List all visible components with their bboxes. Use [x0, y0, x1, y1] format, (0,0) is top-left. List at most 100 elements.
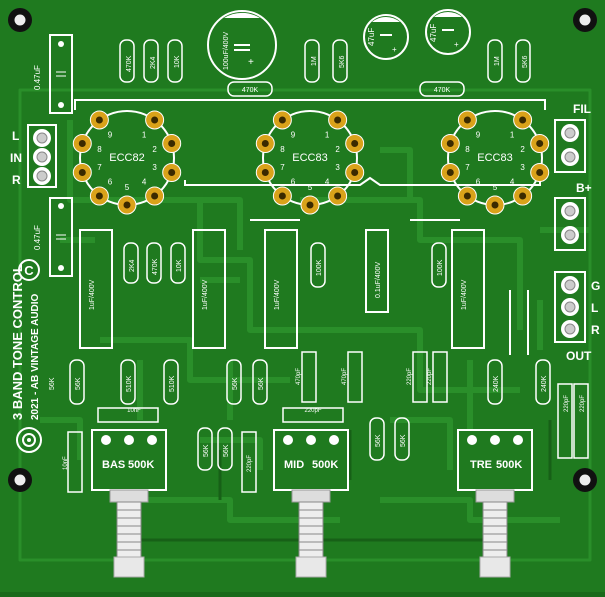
copper-traces: [18, 88, 592, 562]
res-mid-4: 100K: [316, 259, 323, 276]
tube-pin-number: 3: [335, 163, 340, 172]
tube-pin-number: 6: [291, 177, 296, 186]
tube-pin-hole: [463, 192, 471, 200]
tube-pin-number: 6: [108, 177, 113, 186]
svg-text:+: +: [454, 40, 459, 49]
tube-pin-number: 5: [125, 183, 130, 192]
small-cap-6: 220pF: [304, 408, 321, 414]
input-label-r: R: [12, 173, 21, 187]
tube-pin-hole: [78, 169, 86, 177]
res-top-6: 1M: [494, 56, 501, 66]
top-resistors: [119, 39, 531, 83]
res-top-2: 2K4: [150, 56, 157, 69]
tube-pin-hole: [95, 116, 103, 124]
tube-pin-hole: [123, 201, 131, 209]
cap-small-1-value: 47uF: [367, 28, 376, 46]
electrolytic-cap-small-2: +: [425, 9, 471, 55]
output-title: OUT: [566, 349, 592, 363]
res-mid-1: 2K4: [129, 259, 136, 272]
board-subtitle: 2021 - AB VINTAGE AUDIO: [30, 293, 41, 420]
tube-pin-number: 2: [335, 145, 340, 154]
tube-pin-number: 2: [152, 145, 157, 154]
tube-pin-number: 5: [308, 183, 313, 192]
bplus-connector: [554, 197, 586, 251]
pot-treble-value: 500K: [496, 459, 522, 471]
tube-pin-hole: [351, 139, 359, 147]
pot-mid-value: 500K: [312, 459, 338, 471]
input-label-in: IN: [10, 151, 22, 165]
svg-text:+: +: [392, 45, 397, 54]
tube-pin-number: 3: [520, 163, 525, 172]
tube-pin-number: 1: [325, 131, 330, 140]
res-low-1: 56K: [75, 377, 82, 390]
output-label-l: L: [591, 301, 598, 315]
pot-resistors: [197, 417, 410, 471]
tube-pin-number: 9: [476, 131, 481, 140]
pot-bass-label: BAS: [102, 459, 125, 471]
film-cap-1: 1uF/400V: [89, 279, 96, 310]
res-top-4: 1M: [311, 56, 318, 66]
res-top-3: 10K: [174, 55, 181, 68]
tube-pin-hole: [446, 139, 454, 147]
copyright-icon: C: [18, 259, 40, 281]
tube-pin-number: 1: [510, 131, 515, 140]
res-horiz-2: 470K: [434, 87, 451, 94]
small-cap-9: 220pF: [564, 395, 570, 412]
tube-pin-number: 8: [97, 145, 102, 154]
small-cap-1: 470pF: [296, 368, 302, 385]
tube-pin-number: 8: [280, 145, 285, 154]
input-connector: [27, 124, 57, 188]
output-label-r: R: [591, 323, 600, 337]
left-cap-bottom-value: 0.47uF: [33, 225, 42, 250]
pot-bass: [91, 429, 167, 578]
logo-icon: [16, 427, 42, 453]
svg-text:+: +: [248, 57, 254, 68]
film-cap-2: 1uF/400V: [202, 279, 209, 310]
res-top-5: 5K6: [339, 55, 346, 68]
pot-res-3: 56K: [375, 434, 382, 447]
plate-wires: [74, 99, 546, 355]
res-top-1: 470K: [126, 55, 133, 72]
tube-v1-label: ECC82: [109, 152, 144, 164]
small-cap-8: 220pF: [247, 455, 253, 472]
res-low-3: 510K: [126, 375, 133, 392]
res-low-2: 56K: [49, 377, 56, 390]
horizontal-resistors: [227, 81, 465, 97]
tube-pin-hole: [151, 192, 159, 200]
tube-pin-hole: [519, 192, 527, 200]
tube-pin-number: 9: [291, 131, 296, 140]
tube-pin-hole: [151, 116, 159, 124]
tube-pin-number: 7: [97, 163, 102, 172]
left-cap-top: [49, 34, 73, 114]
tube-pin-hole: [261, 139, 269, 147]
tube-pin-hole: [78, 139, 86, 147]
tube-pin-number: 1: [142, 131, 147, 140]
film-caps: [79, 229, 485, 349]
electrolytic-cap-large: +: [207, 10, 277, 80]
output-label-g: G: [591, 279, 600, 293]
cap-small-2-value: 47uF: [429, 24, 438, 42]
pot-bass-value: 500K: [128, 459, 154, 471]
tube-pin-hole: [519, 116, 527, 124]
pot-res-1: 56K: [203, 444, 210, 457]
res-low-5: 56K: [232, 377, 239, 390]
mounting-holes: [8, 8, 597, 492]
tube-pin-number: 4: [142, 177, 147, 186]
pot-mid-label: MID: [284, 459, 304, 471]
input-label-l: L: [12, 129, 19, 143]
tube-pin-hole: [278, 116, 286, 124]
bplus-label: B+: [576, 181, 592, 195]
small-cap-10: 220pF: [580, 395, 586, 412]
tube-pin-hole: [261, 169, 269, 177]
tube-pin-number: 7: [280, 163, 285, 172]
left-cap-top-value: 0.47uF: [33, 65, 42, 90]
film-cap-3: 1uF/400V: [274, 279, 281, 310]
small-cap-3: 220pF: [407, 368, 413, 385]
cap-large-value: 100uF/400V: [223, 32, 230, 70]
res-mid-5: 100K: [437, 259, 444, 276]
tube-pin-hole: [334, 116, 342, 124]
res-horiz-1: 470K: [242, 87, 259, 94]
